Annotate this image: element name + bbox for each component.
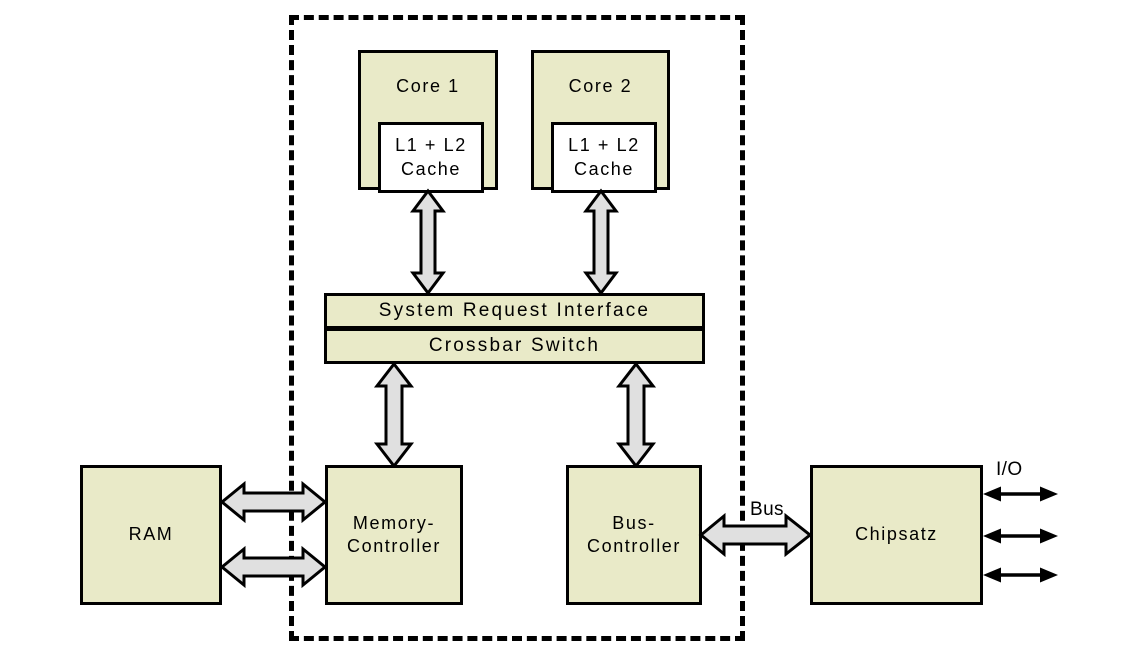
block-core-2[interactable]: Core 2 L1 + L2 Cache [531, 50, 670, 193]
block-core-2-cache[interactable]: L1 + L2 Cache [551, 122, 657, 193]
connector-ram-to-memory-controller-lower-icon [219, 545, 328, 589]
bus-connection-label: Bus [750, 499, 784, 520]
block-core-1[interactable]: Core 1 L1 + L2 Cache [358, 50, 498, 193]
block-core-1-cache[interactable]: L1 + L2 Cache [378, 122, 484, 193]
block-crossbar-switch[interactable]: Crossbar Switch [324, 328, 705, 364]
block-memory-controller[interactable]: Memory- Controller [325, 465, 463, 605]
ram-label: RAM [128, 524, 174, 545]
cpu-package-boundary [289, 15, 745, 641]
memory-controller-label-line2: Controller [346, 536, 442, 556]
bus-controller-label-line2: Controller [586, 536, 682, 556]
block-ram[interactable]: RAM [80, 465, 222, 605]
connector-core1-cache-to-sri-icon [410, 188, 446, 296]
chipset-label: Chipsatz [855, 524, 938, 545]
io-connection-label: I/O [996, 459, 1023, 480]
connector-crossbar-to-memory-controller-icon [373, 361, 415, 469]
core-1-label: Core 1 [396, 76, 460, 96]
core-1-cache-label-line2: Cache [400, 158, 462, 179]
core-1-cache-label-line1: L1 + L2 [395, 135, 467, 156]
block-bus-controller[interactable]: Bus- Controller [566, 465, 702, 605]
system-request-interface-label: System Request Interface [378, 299, 651, 321]
crossbar-switch-label: Crossbar Switch [428, 334, 601, 356]
connector-chipset-io-1-icon [983, 486, 1058, 502]
memory-controller-label-line1: Memory- [352, 512, 436, 533]
connector-bus-controller-to-chipset-icon [698, 512, 813, 558]
connector-ram-to-memory-controller-upper-icon [219, 480, 328, 524]
core-2-cache-label-line2: Cache [573, 158, 635, 179]
connector-core2-cache-to-sri-icon [583, 188, 619, 296]
bus-controller-label-line1: Bus- [612, 512, 656, 533]
core-2-label: Core 2 [568, 76, 633, 96]
core-2-cache-label-line1: L1 + L2 [568, 135, 640, 156]
block-chipset[interactable]: Chipsatz [810, 465, 983, 605]
connector-chipset-io-3-icon [983, 567, 1058, 583]
block-system-request-interface[interactable]: System Request Interface [324, 293, 705, 329]
connector-chipset-io-2-icon [983, 528, 1058, 544]
connector-crossbar-to-bus-controller-icon [615, 361, 657, 469]
